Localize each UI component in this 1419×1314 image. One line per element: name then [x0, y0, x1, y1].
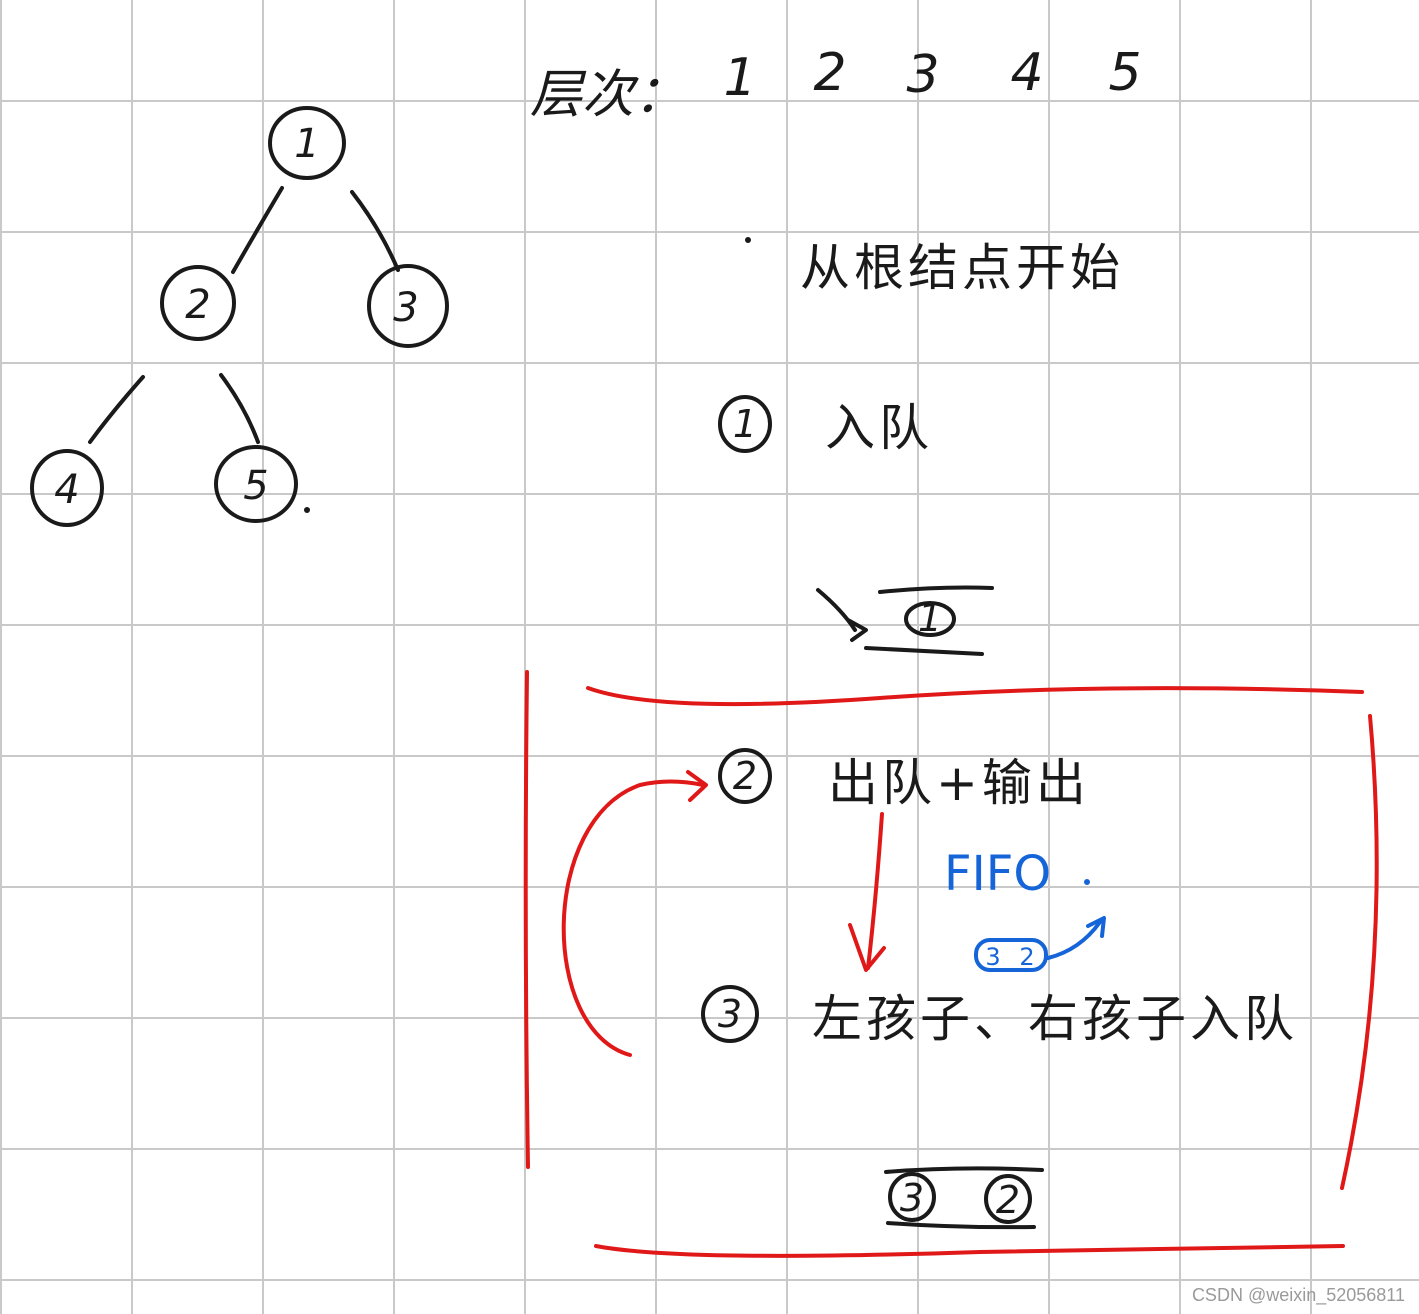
node-circle [30, 449, 104, 527]
step-marker-label: 2 [733, 754, 757, 798]
level-order-item-2: 2 [813, 43, 846, 103]
node-label: 4 [54, 467, 79, 513]
tree-edge-2-5 [219, 373, 260, 444]
tree-node-5: 5 [214, 445, 298, 523]
node-label: 2 [185, 282, 210, 328]
level-order-item-3: 3 [906, 45, 939, 105]
node-circle [367, 264, 449, 348]
fifo-queue-box [974, 938, 1048, 972]
loop-box-right [1340, 714, 1379, 1190]
node-label: 5 [243, 463, 268, 509]
queue-bottom-line [886, 1221, 1036, 1230]
step-marker-circle [718, 748, 772, 804]
queue-top-line [884, 1166, 1044, 1174]
loop-box-left [523, 670, 530, 1169]
level-order-item-1: 1 [723, 48, 756, 108]
step-1: 1 入队 [718, 395, 933, 457]
step-2: 2 出队+输出 [718, 748, 1090, 812]
fifo-label: FIFO [944, 846, 1051, 902]
queue-top-line [878, 585, 994, 594]
start-note: 从根结点开始 [800, 239, 1124, 297]
step-3-text: 左孩子、右孩子入队 [812, 990, 1298, 1048]
tree-node-1: 1 [268, 106, 346, 180]
queue-item-label: 1 [918, 596, 942, 640]
watermark: CSDN @weixin_52056811 [1191, 1285, 1405, 1305]
node-circle [214, 445, 298, 523]
level-order-header: 层次： 1 2 3 4 5 [530, 43, 1142, 125]
node-circle [160, 265, 236, 341]
ink-dot [304, 507, 310, 513]
down-arrowhead [848, 923, 886, 972]
queue-item-circle [984, 1174, 1032, 1224]
tree-node-2: 2 [160, 265, 236, 341]
fifo-note: FIFO 3 2 [944, 846, 1106, 972]
tree-node-3: 3 [367, 264, 449, 348]
enqueue-arrow [816, 588, 868, 642]
queue-initial: 1 [816, 585, 994, 656]
fifo-arrowhead [1086, 916, 1106, 938]
node-label: 3 [393, 285, 418, 331]
down-arrow [866, 812, 884, 970]
loop-box-bottom [594, 1244, 1345, 1258]
queue-item-circle [888, 1172, 936, 1222]
queue-loop: 3 2 [884, 1166, 1044, 1230]
ink-dot [745, 237, 751, 243]
loop-back-arrowhead [686, 770, 708, 802]
node-circle [268, 106, 346, 180]
fifo-arrow [1046, 920, 1102, 960]
level-order-label: 层次： [530, 65, 686, 125]
step-1-text: 入队 [825, 399, 933, 457]
queue-item-circle [904, 601, 956, 637]
step-3: 3 左孩子、右孩子入队 [701, 985, 1298, 1048]
fifo-queue-item: 3 [985, 943, 1000, 971]
loop-back-arrow [561, 779, 705, 1057]
ink-dot [1084, 879, 1090, 885]
tree-edge-1-2 [231, 186, 284, 274]
step-marker-circle [701, 985, 759, 1043]
tree-edge-2-4 [88, 375, 145, 444]
fifo-queue-item: 2 [1019, 943, 1034, 971]
step-marker-label: 3 [718, 992, 742, 1036]
queue-item-label: 3 [900, 1176, 924, 1220]
tree-node-4: 4 [30, 449, 104, 527]
loop-box-top [586, 686, 1364, 707]
tree-edge-1-3 [350, 190, 400, 272]
level-order-item-5: 5 [1108, 43, 1141, 103]
binary-tree: 1 2 3 4 5 [30, 106, 449, 527]
queue-item-label: 2 [996, 1178, 1020, 1222]
level-order-item-4: 4 [1010, 43, 1043, 103]
step-marker-label: 1 [733, 402, 757, 446]
step-2-text: 出队+输出 [828, 754, 1090, 812]
loop-box [523, 670, 1379, 1258]
queue-bottom-line [864, 646, 984, 656]
step-marker-circle [718, 395, 772, 453]
node-label: 1 [294, 121, 319, 167]
